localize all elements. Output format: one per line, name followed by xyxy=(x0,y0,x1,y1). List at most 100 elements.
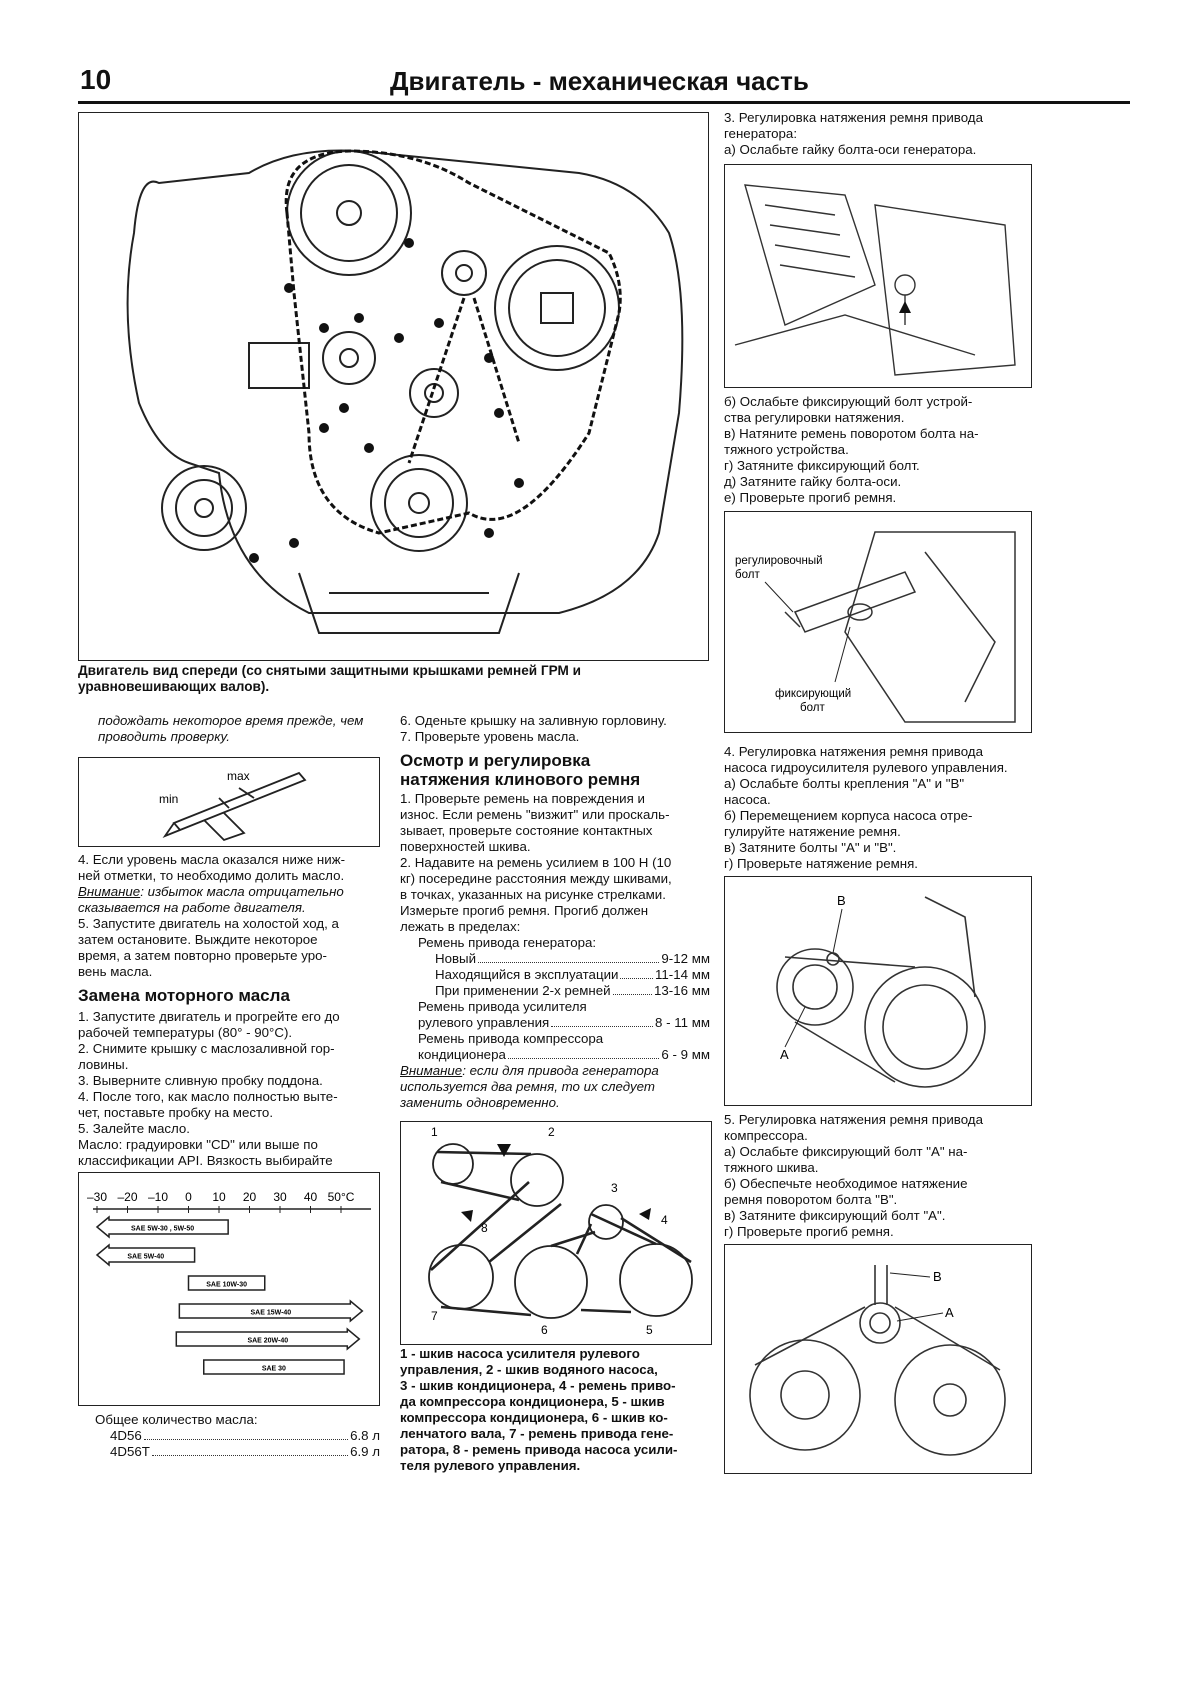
viscosity-range-arrow xyxy=(187,1275,266,1291)
two-belts-note: Внимание: если для привода генератора ис… xyxy=(400,1063,712,1111)
adjust-bolt-drawing: регулировочный болт фиксирующий болт xyxy=(735,531,1016,723)
oil-step4: 4. Если уровень масла оказался ниже ниж-… xyxy=(78,852,346,883)
alternator-drawing xyxy=(734,184,1016,376)
ps-pump-figure: B A xyxy=(724,876,1032,1106)
volume-value: 6.8 л xyxy=(350,1428,380,1443)
oil-change-steps: 1. Запустите двигатель и прогрейте его д… xyxy=(78,1009,340,1184)
page-title: Двигатель - механическая часть xyxy=(390,66,809,96)
temp-tick-label: 10 xyxy=(212,1190,226,1204)
note-text: : избыток масла отрицательно сказывается… xyxy=(78,884,344,915)
adjust-bolt-label-line2: болт xyxy=(735,569,760,581)
press-arrow-icon xyxy=(639,1208,651,1220)
engine-figure-caption: Двигатель вид спереди (со снятыми защитн… xyxy=(78,663,581,694)
viscosity-range-label: SAE 10W-30 xyxy=(206,1282,247,1289)
engine-drawing xyxy=(126,149,684,634)
alt-adjust-step3b: б) Ослабьте фиксирующий болт устрой- ств… xyxy=(724,394,979,505)
temp-tick-label: 30 xyxy=(273,1190,287,1204)
viscosity-range-arrow xyxy=(203,1359,345,1375)
temp-tick-label: 0 xyxy=(185,1190,192,1204)
belt-fig-number-1: 1 xyxy=(431,1125,438,1139)
dipstick-figure: max min xyxy=(78,757,380,847)
adjust-bolt-label-line1: регулировочный xyxy=(735,555,823,567)
spec-value: 8 - 11 мм xyxy=(655,1015,710,1030)
viscosity-range-arrow xyxy=(95,1243,196,1267)
header-rule xyxy=(78,101,1130,104)
water-pump-pulley xyxy=(510,1153,564,1207)
spec-value: 11-14 мм xyxy=(655,967,710,982)
spec-value: 13-16 мм xyxy=(654,983,710,998)
viscosity-range-arrow xyxy=(178,1299,364,1323)
temp-tick-label: –30 xyxy=(87,1190,107,1204)
belt-figure-legend: 1 - шкив насоса усилителя рулевого управ… xyxy=(400,1346,678,1473)
spec-two-belts: При применении 2-х ремней 13-16 мм xyxy=(435,983,710,999)
oil-step5: 5. Запустите двигатель на холостой ход, … xyxy=(78,916,339,979)
ac-belt-label: Ремень привода компрессора xyxy=(418,1031,604,1046)
oil-change-heading: Замена моторного масла xyxy=(78,986,290,1005)
spec-label: кондиционера xyxy=(418,1047,506,1062)
belt-layout-svg: 1 2 3 4 5 6 7 8 xyxy=(428,1125,693,1337)
ps-pump-pulley xyxy=(432,1143,474,1185)
fix-bolt-label: фиксирующий болт xyxy=(775,688,854,714)
dipstick-min-label: min xyxy=(159,792,178,806)
belt-inspection-text: 1. Проверьте ремень на повреждения и изн… xyxy=(400,791,672,934)
fix-bolt-label-line1: фиксирующий xyxy=(775,688,851,700)
viscosity-chart-svg: –30 –20 –10 0 10 20 30 40 50°C SAE 5W-30 , 5W-50S… xyxy=(87,1190,371,1375)
oil-check-intro: подождать некоторое время прежде, чем пр… xyxy=(98,713,364,744)
belt-fig-number-5: 5 xyxy=(646,1323,653,1337)
spec-value: 9-12 мм xyxy=(661,951,710,966)
spec-ac: кондиционера 6 - 9 мм xyxy=(418,1047,710,1063)
label-b: B xyxy=(933,1269,942,1284)
note-text: : если для привода генератора использует… xyxy=(400,1063,659,1110)
gen-belt-label: Ремень привода генератора: xyxy=(418,935,597,950)
oil-excess-note: Внимание: избыток масла отрицательно ска… xyxy=(78,884,388,916)
belt-layout-figure: 1 2 3 4 5 6 7 8 xyxy=(400,1121,712,1345)
ac-tensioner-drawing: B A xyxy=(749,1265,1006,1456)
volume-model: 4D56T xyxy=(110,1444,150,1459)
temp-tick-label: –20 xyxy=(117,1190,137,1204)
belt-inspection-heading: Осмотр и регулировка натяжения клинового… xyxy=(400,751,641,789)
viscosity-range-arrow xyxy=(175,1327,361,1351)
ps-belt-label: Ремень привода усилителя xyxy=(418,999,587,1014)
temp-tick-label: 40 xyxy=(304,1190,318,1204)
spec-label: Новый xyxy=(435,951,477,966)
viscosity-range-label: SAE 5W-30 , 5W-50 xyxy=(131,1226,194,1233)
label-a: A xyxy=(780,1047,789,1062)
temp-tick-label: 20 xyxy=(243,1190,257,1204)
spec-label: При применении 2-х ремней xyxy=(435,983,611,998)
label-b: B xyxy=(837,893,846,908)
alt-adjust-step3: 3. Регулировка натяжения ремня привода г… xyxy=(724,110,983,157)
ac-tensioner-figure: B A xyxy=(724,1244,1032,1474)
belt-fig-number-3: 3 xyxy=(611,1181,618,1195)
dipstick-drawing: max min xyxy=(159,769,307,842)
ps-adjust-step4: 4. Регулировка натяжения ремня привода н… xyxy=(724,744,1008,871)
ac-pulley xyxy=(588,1204,624,1240)
label-a: A xyxy=(945,1305,954,1320)
viscosity-range-label: SAE 30 xyxy=(262,1366,286,1373)
viscosity-range-label: SAE 15W-40 xyxy=(250,1310,291,1317)
spec-label: рулевого управления xyxy=(418,1015,550,1030)
engine-front-figure xyxy=(78,112,709,661)
spec-value: 6 - 9 мм xyxy=(661,1047,710,1062)
temp-tick-label: –10 xyxy=(148,1190,168,1204)
press-arrow-icon xyxy=(461,1210,473,1222)
temp-tick-label: 50°C xyxy=(328,1190,355,1204)
volume-value: 6.9 л xyxy=(350,1444,380,1459)
oil-volume-4d56: 4D56 6.8 л xyxy=(110,1428,380,1444)
up-arrow-icon xyxy=(899,301,911,313)
ps-pump-drawing: B A xyxy=(776,893,986,1088)
volume-model: 4D56 xyxy=(110,1428,142,1443)
viscosity-range-label: SAE 20W-40 xyxy=(247,1338,288,1345)
alternator-photo-figure xyxy=(724,164,1032,388)
ac-adjust-step5: 5. Регулировка натяжения ремня привода к… xyxy=(724,1112,983,1239)
note-label: Внимание xyxy=(400,1063,463,1078)
belt-fig-number-4: 4 xyxy=(661,1213,668,1227)
spec-label: Находящийся в эксплуатации xyxy=(435,967,619,982)
oil-volume-4d56t: 4D56T 6.9 л xyxy=(110,1444,380,1460)
viscosity-range-label: SAE 5W-40 xyxy=(127,1254,164,1261)
belt-fig-number-7: 7 xyxy=(431,1309,438,1323)
spec-ps: рулевого управления 8 - 11 мм xyxy=(418,1015,710,1031)
total-oil-label: Общее количество масла: xyxy=(95,1412,258,1427)
belt-fig-number-2: 2 xyxy=(548,1125,555,1139)
viscosity-range-arrow xyxy=(95,1215,229,1239)
